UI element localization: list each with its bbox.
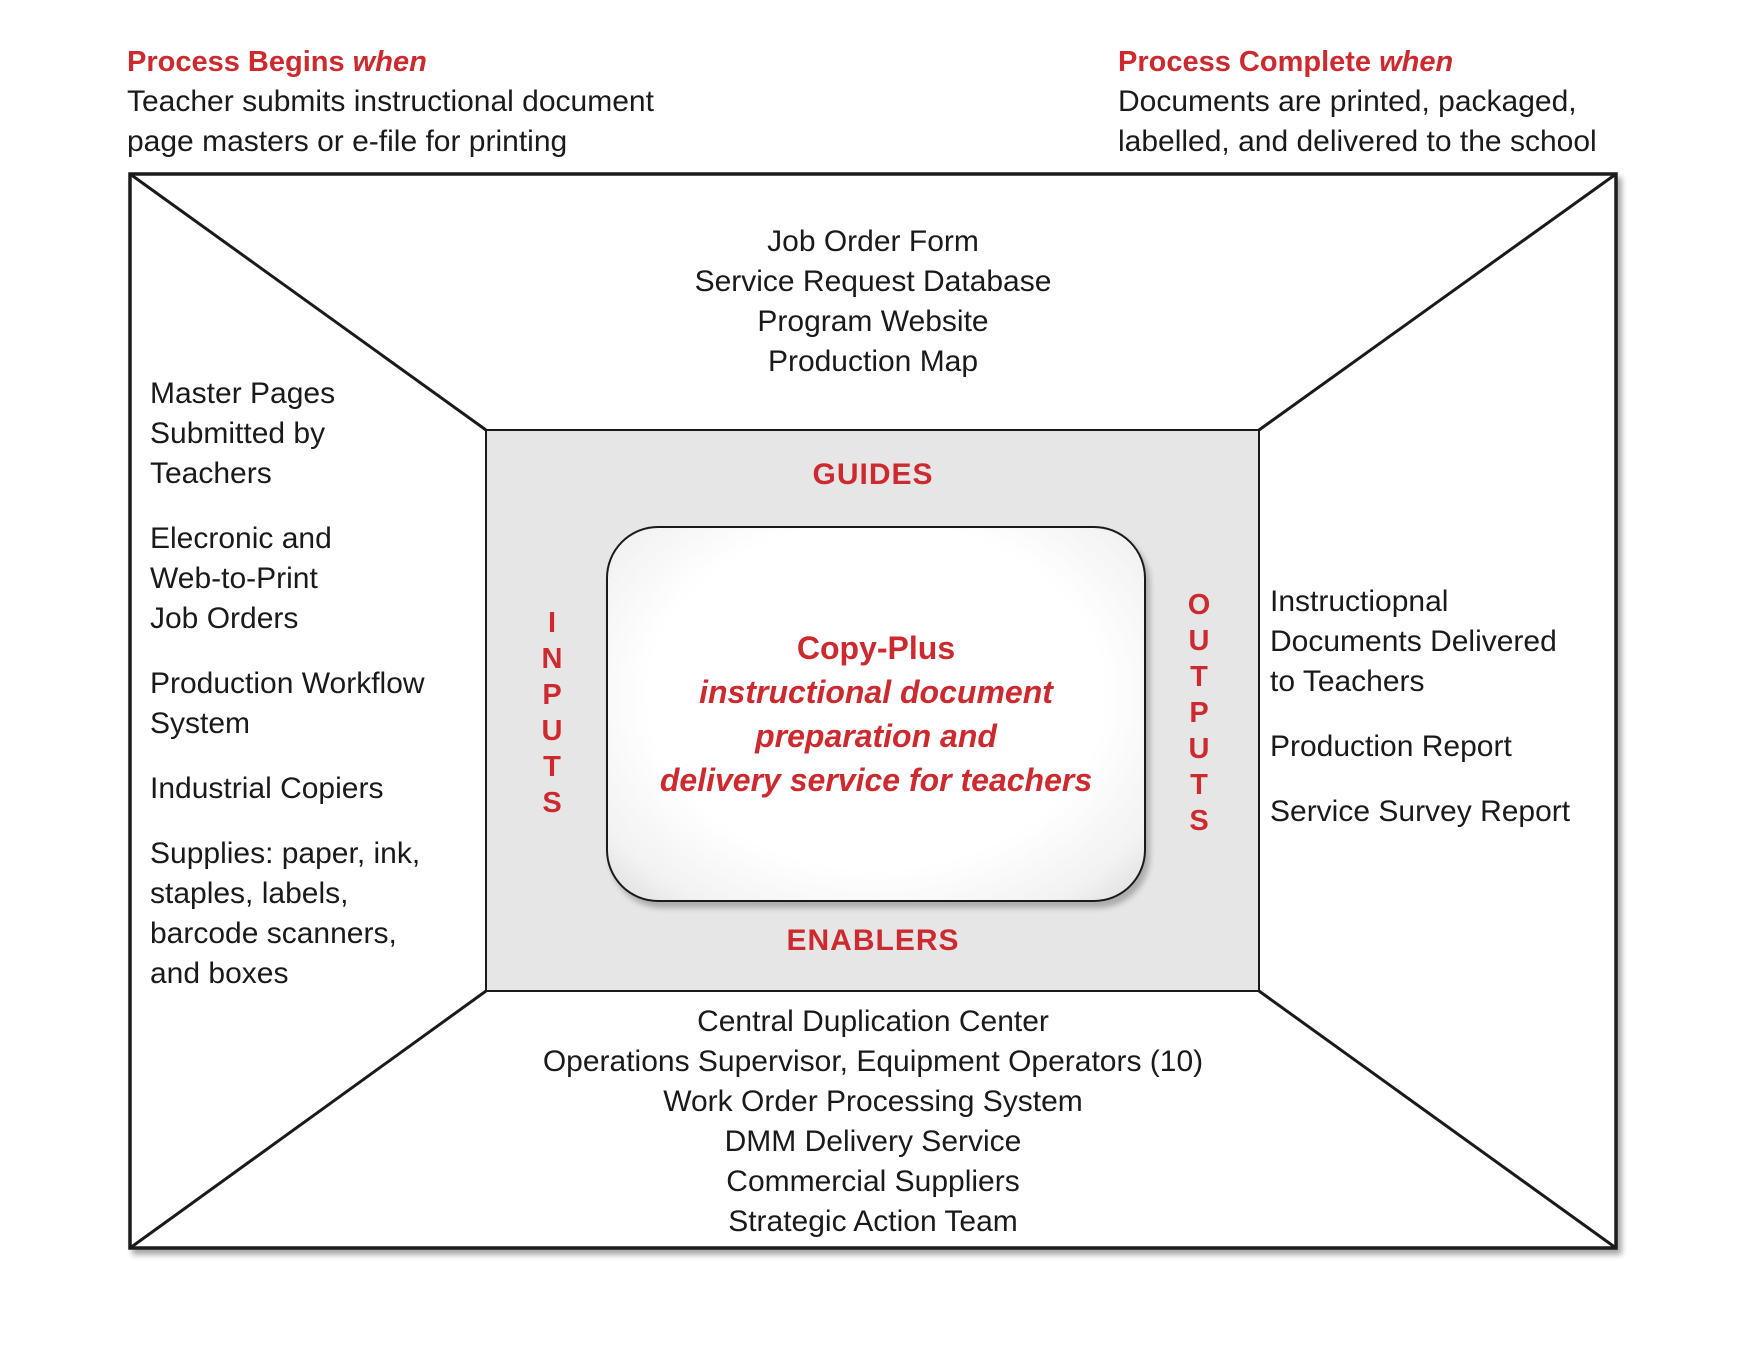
guides-label: GUIDES [812, 458, 934, 491]
outputs-letter: T [1190, 769, 1208, 801]
core-line: instructional document [699, 674, 1053, 710]
inputs-item: Elecronic and Web-to-Print Job Orders [150, 519, 470, 639]
outputs-item-line: Production Report [1270, 730, 1512, 763]
inputs-letter: N [541, 643, 563, 675]
process-complete-line-2: labelled, and delivered to the school [1118, 125, 1597, 158]
inputs-item-line: Web-to-Print [150, 562, 318, 595]
guides-list: Job Order Form Service Request Database … [573, 222, 1173, 382]
outputs-letter: U [1188, 625, 1210, 657]
outputs-item-line: to Teachers [1270, 665, 1425, 698]
process-begins-when: when [352, 46, 427, 78]
outputs-item: Service Survey Report [1270, 792, 1600, 832]
process-complete-line-1: Documents are printed, packaged, [1118, 85, 1577, 118]
diagonal-bottom-left [129, 989, 487, 1250]
core-title: Copy-Plus [796, 630, 956, 666]
enablers-item: Work Order Processing System [663, 1085, 1083, 1118]
inputs-letter: U [541, 715, 563, 747]
inputs-letter: S [542, 787, 562, 819]
inputs-item-line: Production Workflow [150, 667, 425, 700]
outputs-letter: U [1188, 733, 1210, 765]
inputs-item-line: staples, labels, [150, 877, 349, 910]
inputs-item-line: Elecronic and [150, 522, 332, 555]
process-begins-title: Process Begins [127, 46, 345, 78]
inputs-item-line: System [150, 707, 251, 740]
enablers-list: Central Duplication Center Operations Su… [473, 1002, 1273, 1242]
inputs-label: I N P U T S [532, 605, 572, 821]
inputs-item: Industrial Copiers [150, 769, 470, 809]
core-line: delivery service for teachers [659, 762, 1093, 798]
process-begins-block: Process Begins when Teacher submits inst… [127, 42, 767, 162]
outputs-item-line: Service Survey Report [1270, 795, 1571, 828]
guides-item: Program Website [757, 305, 989, 338]
inputs-item: Supplies: paper, ink, staples, labels, b… [150, 834, 470, 994]
inputs-item-line: and boxes [150, 957, 289, 990]
inputs-item-line: barcode scanners, [150, 917, 397, 950]
outputs-item-line: Instructiopnal [1270, 585, 1449, 618]
inputs-item-line: Master Pages [150, 377, 336, 410]
core-line: preparation and [755, 718, 997, 754]
diagonal-top-right [1258, 172, 1617, 432]
inputs-letter: I [547, 607, 557, 639]
inputs-item-line: Submitted by [150, 417, 326, 450]
process-begins-line-2: page masters or e-file for printing [127, 125, 568, 158]
process-begins-line-1: Teacher submits instructional document [127, 85, 654, 118]
diagonal-bottom-right [1258, 989, 1617, 1250]
enablers-label: ENABLERS [786, 924, 960, 957]
enablers-item: Operations Supervisor, Equipment Operato… [542, 1045, 1204, 1078]
inputs-item-line: Industrial Copiers [150, 772, 384, 805]
process-complete-heading: Process Complete when [1118, 42, 1678, 82]
outputs-item: Instructiopnal Documents Delivered to Te… [1270, 582, 1600, 702]
enablers-item: Strategic Action Team [728, 1205, 1018, 1238]
inputs-letter: P [542, 679, 562, 711]
inputs-item-line: Job Orders [150, 602, 299, 635]
outputs-item-line: Documents Delivered [1270, 625, 1557, 658]
outputs-letter: P [1189, 697, 1209, 729]
process-complete-block: Process Complete when Documents are prin… [1118, 42, 1678, 162]
guides-item: Job Order Form [767, 225, 979, 258]
process-complete-when: when [1379, 46, 1454, 78]
inputs-item: Master Pages Submitted by Teachers [150, 374, 470, 494]
inputs-letter: T [543, 751, 561, 783]
outputs-label: O U T P U T S [1179, 587, 1219, 839]
outputs-letter: S [1189, 805, 1209, 837]
enablers-item: Central Duplication Center [697, 1005, 1049, 1038]
inputs-item: Production Workflow System [150, 664, 470, 744]
process-begins-heading: Process Begins when [127, 42, 767, 82]
core-process-box: Copy-Plus instructional document prepara… [606, 526, 1146, 902]
enablers-item: DMM Delivery Service [724, 1125, 1022, 1158]
outputs-list: Instructiopnal Documents Delivered to Te… [1270, 582, 1600, 857]
inputs-list: Master Pages Submitted by Teachers Elecr… [150, 374, 470, 1019]
outputs-letter: T [1190, 661, 1208, 693]
inputs-item-line: Supplies: paper, ink, [150, 837, 421, 870]
outputs-letter: O [1187, 589, 1211, 621]
inputs-item-line: Teachers [150, 457, 272, 490]
enablers-item: Commercial Suppliers [726, 1165, 1020, 1198]
diagonal-top-left [129, 172, 487, 432]
guides-item: Service Request Database [694, 265, 1052, 298]
process-complete-title: Process Complete [1118, 46, 1372, 78]
outputs-item: Production Report [1270, 727, 1600, 767]
guides-item: Production Map [767, 345, 979, 378]
